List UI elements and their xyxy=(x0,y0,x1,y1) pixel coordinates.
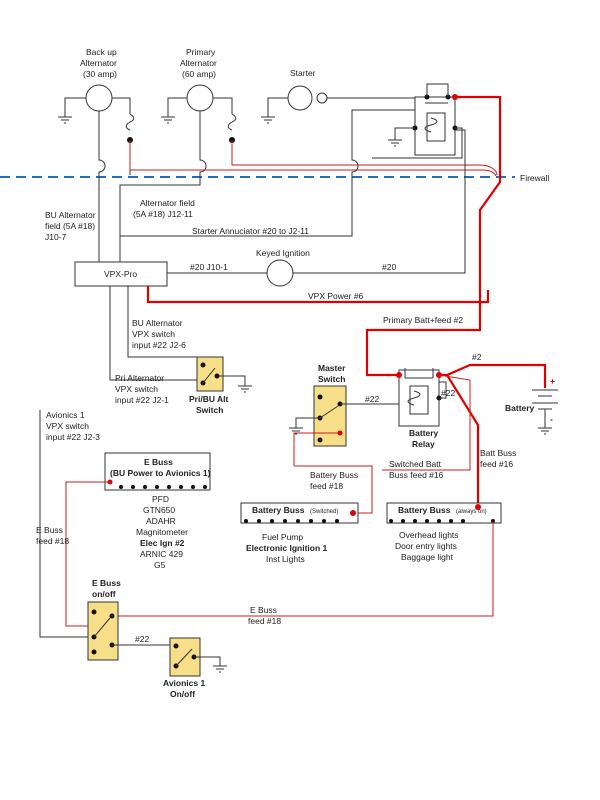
master-switch-label-1: Master xyxy=(318,363,346,373)
starter: Starter xyxy=(261,68,415,124)
backup-alt-label-3: (30 amp) xyxy=(83,69,117,79)
backup-alt-label-2: Alternator xyxy=(80,58,117,68)
avionics1-input-2: VPX switch xyxy=(46,421,89,431)
battery-buss-always-label: Battery Buss xyxy=(398,505,451,515)
av-22-label: #22 xyxy=(135,634,149,644)
primary-alt-label-1: Primary xyxy=(186,47,216,57)
bu-alt-field-label-2: field (5A #18) xyxy=(45,221,95,231)
always-load-1: Overhead lights xyxy=(399,530,459,540)
ebuss-title: E Buss xyxy=(144,457,173,467)
avionics1-input-1: Avionics 1 xyxy=(46,410,85,420)
avionics1-onoff-label-1: Avionics 1 xyxy=(163,678,205,688)
ebuss-load-2: GTN650 xyxy=(143,505,175,515)
ebuss-feed-mid-1: E Buss xyxy=(250,605,277,615)
battery-label: Battery xyxy=(505,403,535,413)
j10-1-label: #20 J10-1 xyxy=(190,262,228,272)
battery-buss-switched-label: Battery Buss xyxy=(252,505,305,515)
primary-alternator-symbol xyxy=(186,84,214,112)
ebuss-load-4: Magnitometer xyxy=(136,527,188,537)
ebuss-load-6: ARNIC 429 xyxy=(140,549,183,559)
ebuss-onoff-label-2: on/off xyxy=(92,589,116,599)
alt-field-label-2: (5A #18) J12-11 xyxy=(133,209,193,219)
ebuss-feed-mid-2: feed #18 xyxy=(248,616,281,626)
ebuss-onoff-label-1: E Buss xyxy=(92,578,121,588)
primary-batt-feed-label: Primary Batt+feed #2 xyxy=(383,315,463,325)
keyed-ignition-symbol xyxy=(266,259,294,287)
keyed-ignition-label: Keyed Ignition xyxy=(256,248,310,258)
ebuss-feed-left-1: E Buss xyxy=(36,525,63,535)
alt-field-label-1: Alternator field xyxy=(140,198,195,208)
wire-20-label: #20 xyxy=(382,262,396,272)
battery: + - Battery xyxy=(505,376,558,435)
battery-buss-feed-2: feed #18 xyxy=(310,481,343,491)
battery-relay-label-2: Relay xyxy=(412,439,435,449)
primary-alt-label-2: Alternator xyxy=(180,58,217,68)
ebuss-load-5: Elec Ign #2 xyxy=(140,538,185,548)
ebuss-load-7: G5 xyxy=(154,560,166,570)
pri-bu-alt-switch-label-2: Switch xyxy=(196,405,223,415)
batt-buss-feed-2: feed #16 xyxy=(480,459,513,469)
switched-batt-feed-1: Switched Batt xyxy=(389,459,442,469)
backup-alt-label-1: Back up xyxy=(86,47,117,57)
switched-load-3: Inst Lights xyxy=(266,554,305,564)
vpx-pro-label: VPX-Pro xyxy=(104,269,137,279)
ebuss-box xyxy=(104,452,211,491)
master-22-label: #22 xyxy=(365,394,379,404)
pri-alt-input-label-3: input #22 J2-1 xyxy=(115,395,169,405)
always-load-3: Baggage light xyxy=(401,552,454,562)
avionics1-onoff-label-2: On/off xyxy=(170,689,195,699)
switched-load-1: Fuel Pump xyxy=(262,532,303,542)
bu-alt-input-label-1: BU Alternator xyxy=(132,318,183,328)
firewall-label: Firewall xyxy=(520,173,549,183)
primary-alternator: Primary Alternator (60 amp) xyxy=(119,47,480,262)
always-buss-terminals xyxy=(389,504,495,523)
master-switch-label-2: Switch xyxy=(318,374,345,384)
battery-relay-label-1: Battery xyxy=(409,428,439,438)
ebuss-load-1: PFD xyxy=(152,494,169,504)
bu-alt-input-label-3: input #22 J2-6 xyxy=(132,340,186,350)
vpx-power-label: VPX Power #6 xyxy=(308,291,364,301)
pri-alt-input-label-1: Pri Alternator xyxy=(115,373,164,383)
primary-alt-label-3: (60 amp) xyxy=(182,69,216,79)
battery-minus: - xyxy=(550,414,553,424)
starter-annunciator-label: Starter Annuciator #20 to J2-11 xyxy=(192,226,309,236)
ebuss-load-3: ADAHR xyxy=(146,516,176,526)
vpx-pro-box xyxy=(74,261,168,287)
battery-buss-always-tag: (always on) xyxy=(456,509,487,515)
switched-buss-terminals xyxy=(244,510,356,523)
avionics1-input-3: input #22 J2-3 xyxy=(46,432,100,442)
starter-relay xyxy=(372,83,463,159)
ebuss-subtitle: (BU Power to Avionics 1) xyxy=(110,468,211,478)
ebuss-feed-left-2: feed #18 xyxy=(36,536,69,546)
always-load-2: Door entry lights xyxy=(395,541,457,551)
wire-2-label: #2 xyxy=(472,352,482,362)
bu-alt-input-label-2: VPX switch xyxy=(132,329,175,339)
battery-buss-switched xyxy=(240,502,359,524)
pri-alt-input-label-2: VPX switch xyxy=(115,384,158,394)
pri-bu-alt-switch-label-1: Pri/BU Alt xyxy=(189,394,229,404)
switched-load-2: Electronic Ignition 1 xyxy=(246,543,328,553)
starter-motor-symbol xyxy=(287,85,313,111)
battery-plus: + xyxy=(550,376,555,386)
battery-buss-always xyxy=(386,502,502,524)
batt-buss-feed-1: Batt Buss xyxy=(480,448,516,458)
starter-label: Starter xyxy=(290,68,316,78)
relay-22-label: #22 xyxy=(441,388,455,398)
battery-buss-feed-1: Battery Buss xyxy=(310,470,358,480)
bu-alt-field-label-1: BU Alternator xyxy=(45,210,96,220)
battery-buss-switched-tag: (Switched) xyxy=(310,509,338,515)
bu-alt-field-label-3: J10-7 xyxy=(45,232,67,242)
switched-batt-feed-2: Buss feed #16 xyxy=(389,470,444,480)
backup-alternator-symbol xyxy=(85,84,113,112)
